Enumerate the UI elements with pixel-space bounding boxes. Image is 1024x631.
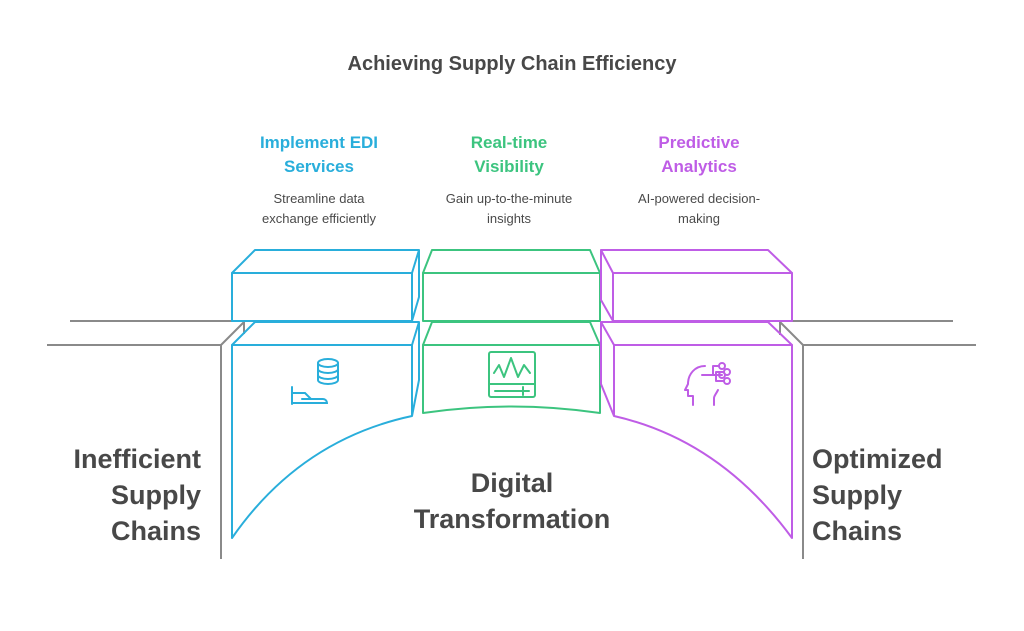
step-3-description: AI-powered decision- making <box>604 189 794 229</box>
step-3-title: Predictive Analytics <box>604 131 794 179</box>
step-1-title: Implement EDI Services <box>224 131 414 179</box>
step-3-title-line-1: Predictive <box>658 133 740 152</box>
step-2-lower-block <box>422 321 601 414</box>
right-ground-lower <box>779 321 976 346</box>
step-1-title-line-1: Implement EDI <box>259 133 379 152</box>
step-3-upper-block <box>600 249 793 322</box>
ai-head-circuit-icon <box>684 362 731 406</box>
start-state-label: Inefficient Supply Chains <box>30 441 201 549</box>
step-1-lower-block <box>231 321 420 539</box>
end-label-line-3: Chains <box>812 516 903 546</box>
right-ground-upper <box>779 320 953 335</box>
end-state-label: Optimized Supply Chains <box>812 441 1012 549</box>
monitor-waveform-icon <box>488 351 536 398</box>
ground-lines <box>47 320 976 559</box>
step-3-desc-line-1: AI-powered decision- <box>637 191 761 206</box>
step-1-title-line-2: Services <box>284 157 354 176</box>
step-2-desc-line-1: Gain up-to-the-minute <box>445 191 573 206</box>
end-label-line-1: Optimized <box>812 444 943 474</box>
step-2-desc-line-2: insights <box>486 211 532 226</box>
start-label-line-2: Supply <box>110 480 201 510</box>
start-label-line-3: Chains <box>110 516 201 546</box>
step-2-title: Real-time Visibility <box>414 131 604 179</box>
step-1-upper-block <box>231 249 420 322</box>
hand-database-icon <box>291 358 339 405</box>
end-label-line-2: Supply <box>812 480 903 510</box>
bridge-label-line-2: Transformation <box>413 504 611 534</box>
step-2-description: Gain up-to-the-minute insights <box>414 189 604 229</box>
step-2-title-line-1: Real-time <box>470 133 548 152</box>
step-1-desc-line-1: Streamline data <box>273 191 365 206</box>
step-1-description: Streamline data exchange efficiently <box>224 189 414 229</box>
step-1-desc-line-2: exchange efficiently <box>262 211 376 226</box>
left-ground-upper <box>70 320 245 334</box>
bridge-label-line-1: Digital <box>470 468 554 498</box>
step-2-upper-block <box>422 249 601 322</box>
bridge-label: Digital Transformation <box>362 465 662 537</box>
left-ground-lower <box>47 321 245 346</box>
diagram-title: Achieving Supply Chain Efficiency <box>347 53 677 75</box>
step-3-desc-line-2: making <box>678 211 720 226</box>
step-2-title-line-2: Visibility <box>474 157 544 176</box>
start-label-line-1: Inefficient <box>73 444 201 474</box>
step-3-lower-block <box>600 321 793 539</box>
step-3-title-line-2: Analytics <box>661 157 737 176</box>
